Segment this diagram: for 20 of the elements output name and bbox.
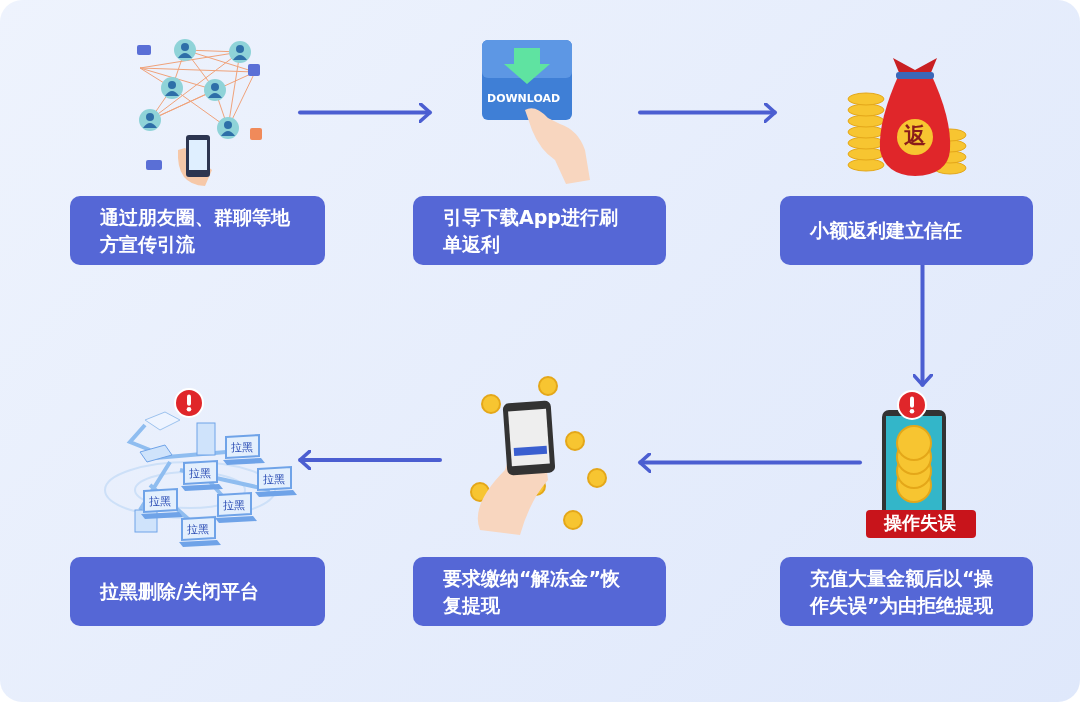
step-card: 拉黑删除/关闭平台 <box>70 557 325 626</box>
step-card: 引导下载App进行刷单返利 <box>413 196 666 265</box>
arrow <box>638 101 777 124</box>
step-card: 要求缴纳“解冻金”恢复提现 <box>413 557 666 626</box>
download-text: DOWNLOAD <box>487 93 561 104</box>
laptop-screen-text: 拉黑 <box>189 468 211 479</box>
arrow <box>298 101 432 124</box>
tag-text: 操作失误 <box>884 514 956 532</box>
laptop-screen-text: 拉黑 <box>187 524 209 535</box>
arrow <box>911 263 934 387</box>
laptop-screen-text: 拉黑 <box>231 442 253 453</box>
step-card: 充值大量金额后以“操作失误”为由拒绝提现 <box>780 557 1033 626</box>
laptop-screen-text: 拉黑 <box>263 474 285 485</box>
arrow <box>298 449 442 471</box>
laptop-screen-text: 拉黑 <box>223 500 245 511</box>
coin-symbol: 返 <box>904 125 926 147</box>
step-card: 通过朋友圈、群聊等地方宣传引流 <box>70 196 325 265</box>
laptop-screen-text: 拉黑 <box>149 496 171 507</box>
step-card: 小额返利建立信任 <box>780 196 1033 265</box>
arrow <box>638 451 862 474</box>
